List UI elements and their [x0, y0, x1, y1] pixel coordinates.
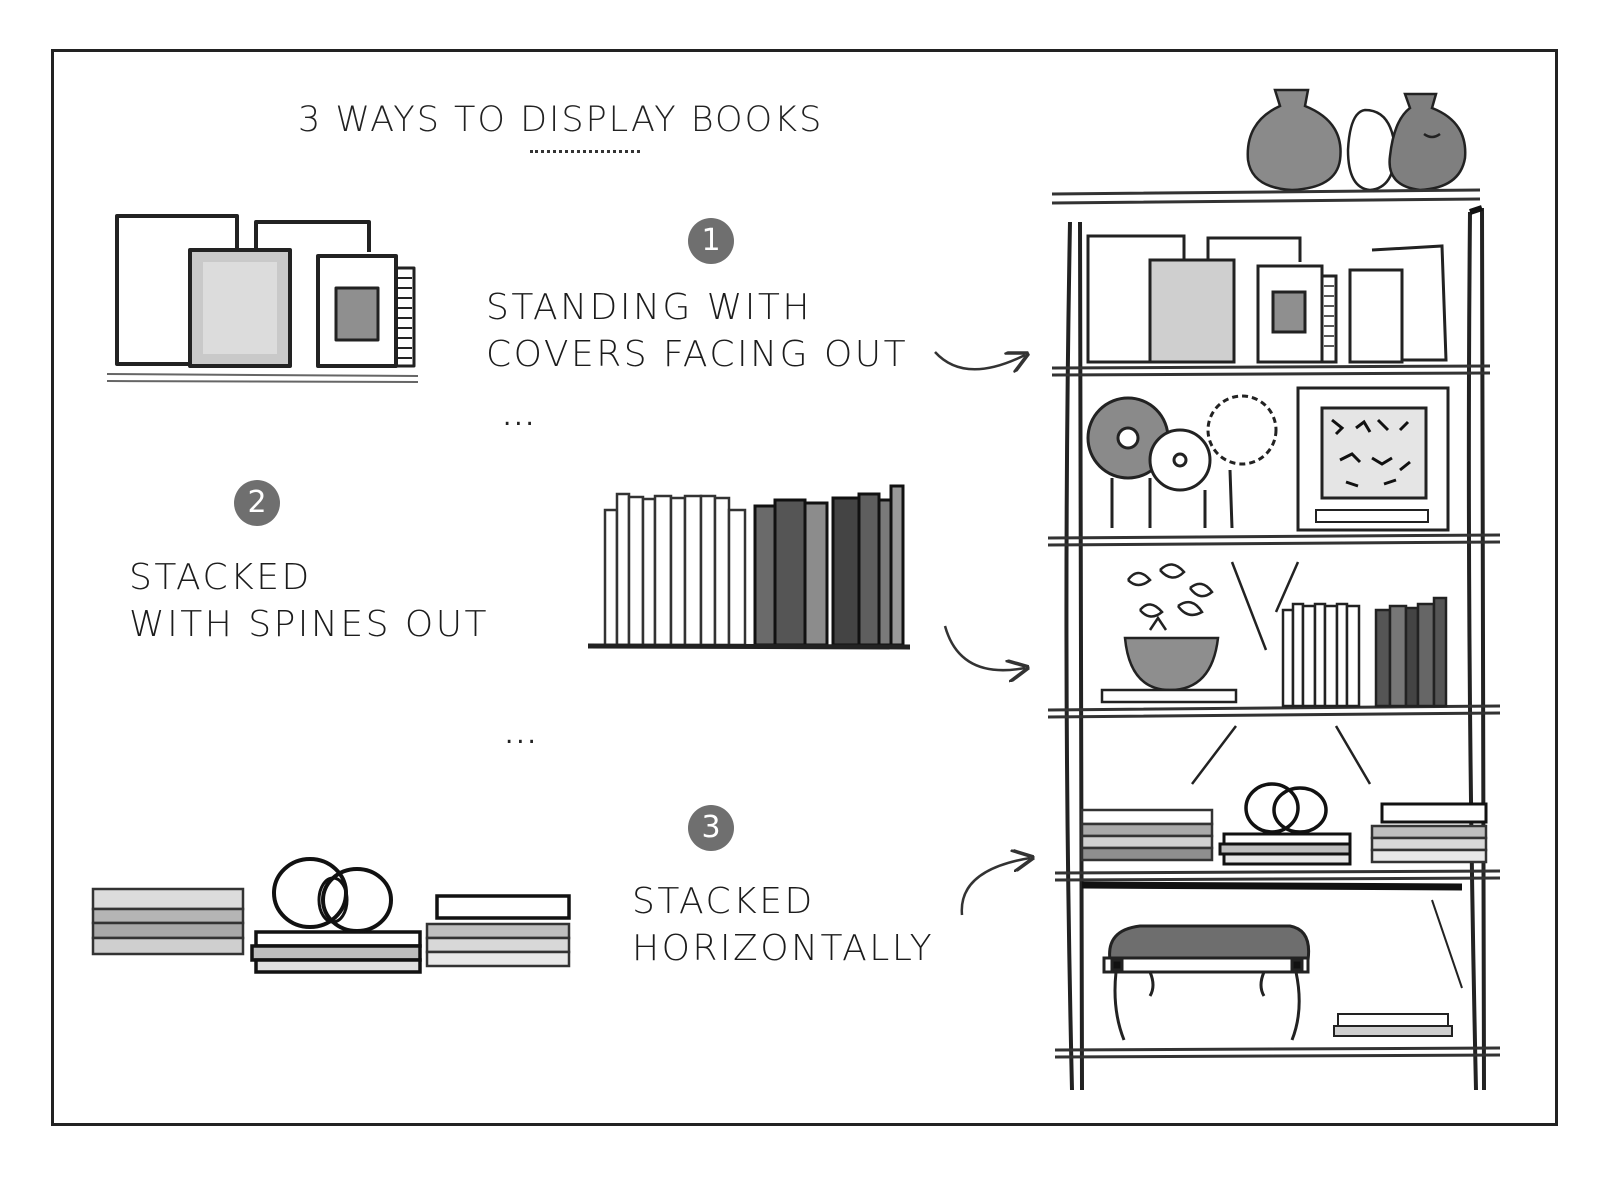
step-2-line-1: STACKED [129, 557, 312, 598]
page-title: 3 WAYS TO DISPLAY BOOKS [298, 100, 824, 140]
pointer-arrows [934, 351, 1030, 916]
title-dotted-rule [530, 150, 640, 153]
vases [1246, 88, 1467, 192]
step-1-label: STANDING WITH COVERS FACING OUT [486, 284, 908, 378]
arrow-3 [960, 858, 1030, 916]
bookshelf [1047, 88, 1501, 1091]
separator-2: ... [505, 720, 539, 750]
horizontal-stack-sketch [91, 857, 571, 974]
step-2-line-2: WITH SPINES OUT [129, 604, 490, 645]
step-1-line-1: STANDING WITH [486, 287, 812, 328]
step-3-label: STACKED HORIZONTALLY [632, 878, 934, 972]
illustration-frame [51, 49, 1558, 1126]
step-3-line-2: HORIZONTALLY [632, 928, 935, 969]
arrow-1 [934, 351, 1025, 369]
spines-out-sketch [587, 484, 911, 650]
step-3-badge: 3 [688, 805, 734, 851]
step-2-badge: 2 [234, 480, 280, 526]
covers-out-sketch [106, 214, 419, 383]
separator-1: ... [503, 402, 537, 432]
step-3-line-1: STACKED [632, 881, 815, 922]
step-1-badge: 1 [688, 218, 734, 264]
step-1-line-2: COVERS FACING OUT [486, 334, 909, 375]
step-2-label: STACKED WITH SPINES OUT [129, 554, 489, 648]
arrow-2 [943, 625, 1025, 670]
